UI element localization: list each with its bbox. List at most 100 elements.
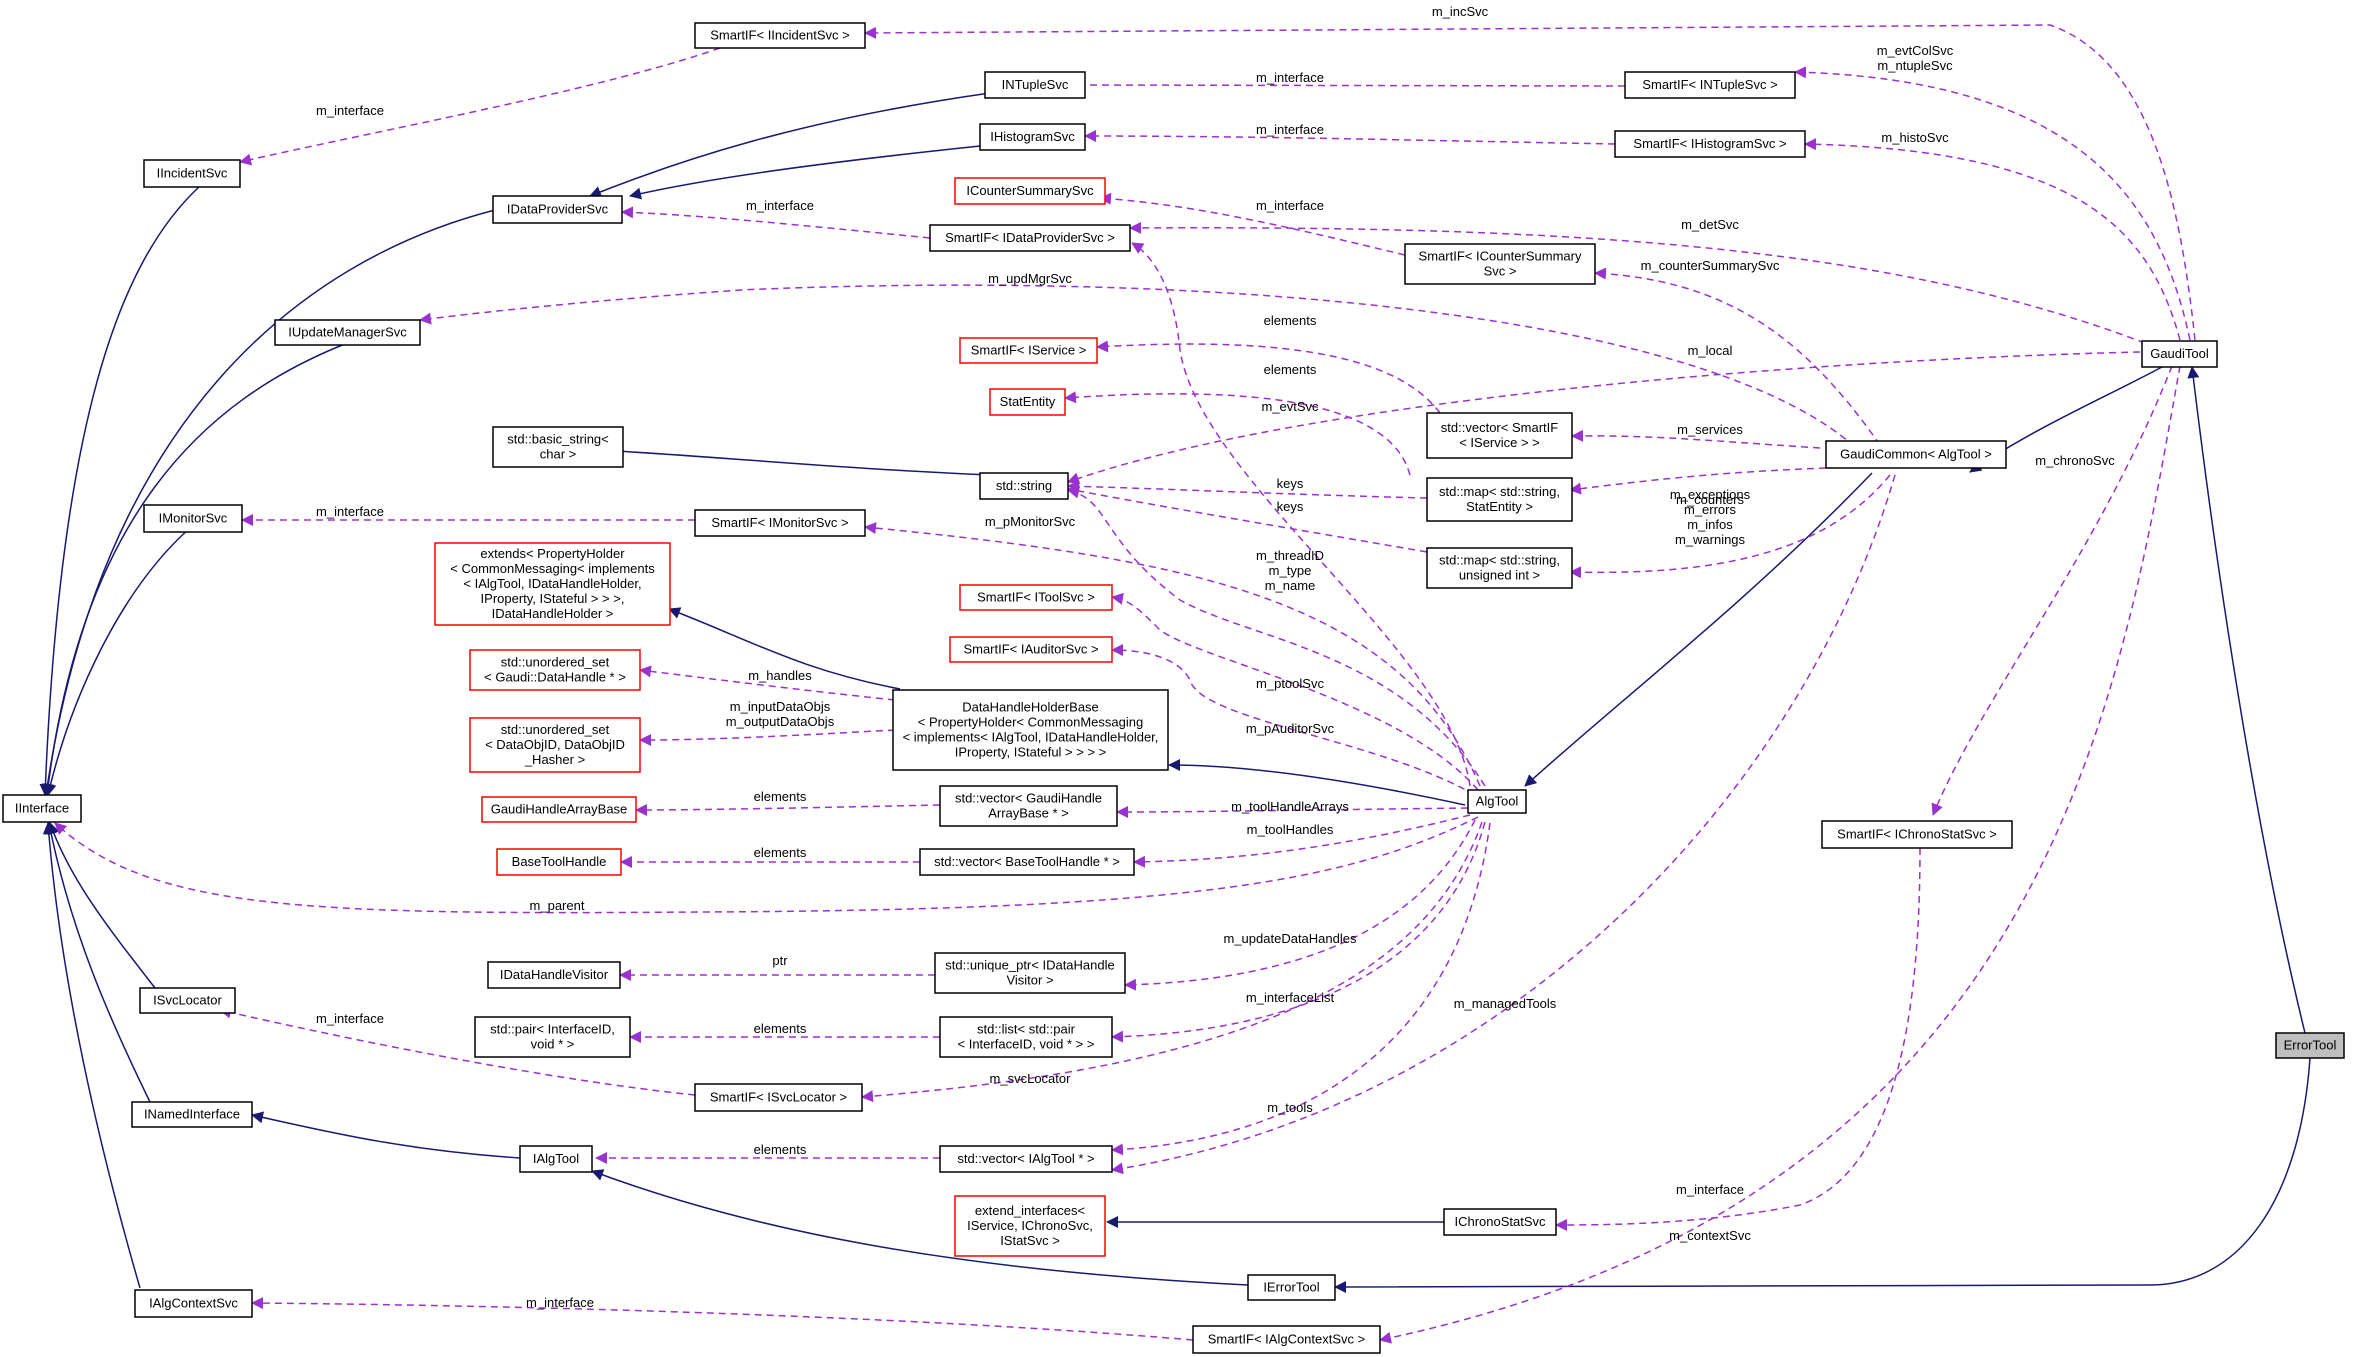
class-node-map-statentity[interactable]: std::map< std::string,StatEntity > bbox=[1426, 477, 1573, 522]
class-node-smartif-idataprovidersvc[interactable]: SmartIF< IDataProviderSvc > bbox=[929, 224, 1131, 252]
class-node-intuplesvc[interactable]: INTupleSvc bbox=[984, 71, 1086, 99]
edge-elements-gha bbox=[635, 803, 941, 816]
edge-label-ptr: ptr bbox=[772, 953, 788, 968]
class-node-list-pair[interactable]: std::list< std::pair< InterfaceID, void … bbox=[939, 1016, 1113, 1058]
node-label: SmartIF< IToolSvc > bbox=[977, 590, 1095, 605]
class-node-smartif-ialgcontextsvc[interactable]: SmartIF< IAlgContextSvc > bbox=[1192, 1325, 1381, 1354]
class-node-iinterface[interactable]: IInterface bbox=[2, 794, 82, 823]
class-node-extends-ph[interactable]: extends< PropertyHolder< CommonMessaging… bbox=[434, 542, 671, 626]
node-box bbox=[1426, 412, 1573, 459]
node-label: IDataProviderSvc bbox=[507, 202, 609, 217]
edge-m-pmonitorsvc bbox=[864, 522, 1481, 787]
edge-m-handles bbox=[639, 665, 896, 701]
edge-elements-service bbox=[1096, 340, 1441, 414]
node-box bbox=[939, 1016, 1113, 1058]
node-box bbox=[1426, 477, 1573, 522]
edge-algctx-interface bbox=[251, 1297, 1194, 1341]
node-box bbox=[1467, 789, 1527, 814]
class-node-pair-interfaceid[interactable]: std::pair< InterfaceID,void * > bbox=[474, 1016, 631, 1058]
class-node-imonitorsvc[interactable]: IMonitorSvc bbox=[143, 504, 243, 533]
class-node-datahandleholderbase[interactable]: DataHandleHolderBase< PropertyHolder< Co… bbox=[892, 689, 1169, 771]
node-label: ArrayBase * > bbox=[988, 806, 1069, 821]
node-label: GaudiCommon< AlgTool > bbox=[1840, 447, 1992, 462]
node-box bbox=[481, 796, 637, 823]
class-node-vector-ialgtool[interactable]: std::vector< IAlgTool * > bbox=[939, 1145, 1113, 1173]
class-node-std-string[interactable]: std::string bbox=[979, 472, 1069, 500]
class-node-errortool[interactable]: ErrorTool bbox=[2275, 1032, 2345, 1059]
edge-label-m-updatedatahandles: m_updateDataHandles bbox=[1224, 931, 1357, 946]
node-box bbox=[939, 1145, 1113, 1173]
class-node-smartif-imonitorsvc[interactable]: SmartIF< IMonitorSvc > bbox=[694, 509, 866, 537]
edge-label-m-services: m_services bbox=[1677, 422, 1743, 437]
node-label: StatEntity > bbox=[1466, 499, 1533, 514]
class-node-isvclocator[interactable]: ISvcLocator bbox=[139, 987, 236, 1014]
edge-label-m-interface-incident: m_interface bbox=[316, 103, 384, 118]
node-label: void * > bbox=[531, 1037, 575, 1052]
class-node-ialgcontextsvc[interactable]: IAlgContextSvc bbox=[134, 1289, 253, 1318]
class-node-extend-interfaces[interactable]: extend_interfaces<IService, IChronoSvc,I… bbox=[954, 1195, 1106, 1257]
class-node-ialgtool[interactable]: IAlgTool bbox=[519, 1145, 593, 1173]
edge-m-svclocator bbox=[861, 821, 1483, 1103]
node-box bbox=[939, 785, 1118, 827]
node-box bbox=[2275, 1032, 2345, 1059]
class-node-vector-gha[interactable]: std::vector< GaudiHandleArrayBase * > bbox=[939, 785, 1118, 827]
class-node-smartif-iincidentsvc[interactable]: SmartIF< IIncidentSvc > bbox=[694, 22, 866, 49]
node-label: < IService > > bbox=[1459, 435, 1540, 450]
edge-label-m-interface-monitor: m_interface bbox=[316, 504, 384, 519]
node-box bbox=[492, 426, 624, 468]
node-label: SmartIF< IChronoStatSvc > bbox=[1837, 827, 1997, 842]
class-node-unordered-set-dataobjid[interactable]: std::unordered_set< DataObjID, DataObjID… bbox=[469, 717, 641, 773]
node-box bbox=[1614, 130, 1806, 158]
node-label: SmartIF< IIncidentSvc > bbox=[710, 28, 849, 43]
class-node-smartif-iauditorsvc[interactable]: SmartIF< IAuditorSvc > bbox=[949, 636, 1113, 663]
edge-label-m-local: m_local bbox=[1688, 343, 1733, 358]
class-node-unique-ptr-dhv[interactable]: std::unique_ptr< IDataHandleVisitor > bbox=[934, 952, 1126, 994]
class-node-smartif-ichronostatsvc[interactable]: SmartIF< IChronoStatSvc > bbox=[1821, 820, 2013, 849]
node-label: SmartIF< IDataProviderSvc > bbox=[945, 230, 1115, 245]
edge-label-elements-bth: elements bbox=[754, 845, 807, 860]
class-node-basetoolhandle[interactable]: BaseToolHandle bbox=[496, 848, 622, 876]
node-label: IAlgContextSvc bbox=[149, 1296, 238, 1311]
class-node-smartif-intuplesvc[interactable]: SmartIF< INTupleSvc > bbox=[1624, 71, 1796, 99]
class-node-ichronostatsvc[interactable]: IChronoStatSvc bbox=[1443, 1208, 1557, 1236]
edge-m-managedtools bbox=[1111, 474, 1896, 1175]
class-node-inamedinterface[interactable]: INamedInterface bbox=[131, 1101, 253, 1128]
edge-elements-stat bbox=[1064, 391, 1411, 476]
edge-label-m-pmonitorsvc: m_pMonitorSvc bbox=[985, 514, 1076, 529]
class-node-algtool[interactable]: AlgTool bbox=[1467, 789, 1527, 814]
edge-label-m-chronosvc: m_chronoSvc bbox=[2035, 453, 2115, 468]
class-node-vector-smartif[interactable]: std::vector< SmartIF< IService > > bbox=[1426, 412, 1573, 459]
class-node-smartif-isvclocator[interactable]: SmartIF< ISvcLocator > bbox=[694, 1083, 863, 1112]
class-node-map-uint[interactable]: std::map< std::string,unsigned int > bbox=[1426, 547, 1573, 589]
node-box bbox=[492, 195, 623, 224]
class-node-gauditool[interactable]: GaudiTool bbox=[2141, 340, 2218, 368]
class-node-smartif-iservice[interactable]: SmartIF< IService > bbox=[959, 337, 1098, 364]
class-node-vector-bth[interactable]: std::vector< BaseToolHandle * > bbox=[919, 848, 1135, 876]
node-label: IProperty, IStateful > > > > bbox=[955, 745, 1107, 760]
node-box bbox=[474, 1016, 631, 1058]
edge-imonitorsvc-iinterface bbox=[44, 527, 191, 796]
class-node-basic-string[interactable]: std::basic_string<char > bbox=[492, 426, 624, 468]
class-node-iupdatemanagersvc[interactable]: IUpdateManagerSvc bbox=[274, 319, 421, 346]
edge-label-m-errors: m_errors bbox=[1684, 502, 1737, 517]
node-label: IMonitorSvc bbox=[159, 511, 228, 526]
class-node-icountersummarysvc[interactable]: ICounterSummarySvc bbox=[954, 177, 1106, 205]
class-node-idatahandlevisitor[interactable]: IDataHandleVisitor bbox=[487, 961, 621, 989]
class-node-smartif-icountersummary[interactable]: SmartIF< ICounterSummarySvc > bbox=[1404, 243, 1596, 285]
edge-m-interfacelist bbox=[1111, 821, 1486, 1043]
class-node-idataprovidersvc[interactable]: IDataProviderSvc bbox=[492, 195, 623, 224]
class-node-unordered-set-dh[interactable]: std::unordered_set< Gaudi::DataHandle * … bbox=[469, 649, 641, 691]
class-node-smartif-itoolsvc[interactable]: SmartIF< IToolSvc > bbox=[959, 584, 1113, 611]
class-node-ierrortool[interactable]: IErrorTool bbox=[1247, 1274, 1336, 1301]
class-node-smartif-ihistogramsvc[interactable]: SmartIF< IHistogramSvc > bbox=[1614, 130, 1806, 158]
edge-labels: m_incSvcm_interfacem_evtColSvcm_ntupleSv… bbox=[316, 4, 2115, 1310]
class-node-iincidentsvc[interactable]: IIncidentSvc bbox=[143, 159, 241, 188]
edge-intuplesvc-idataprovidersvc bbox=[589, 92, 991, 198]
class-node-gaudihandlearraybase[interactable]: GaudiHandleArrayBase bbox=[481, 796, 637, 823]
edge-ialgcontextsvc-iinterface bbox=[42, 822, 141, 1289]
class-node-statentity[interactable]: StatEntity bbox=[989, 388, 1066, 416]
edge-m-inputdataobjs bbox=[639, 729, 896, 746]
class-node-ihistogramsvc[interactable]: IHistogramSvc bbox=[979, 123, 1086, 151]
node-label: std::pair< InterfaceID, bbox=[490, 1022, 615, 1037]
class-node-gaudicommon[interactable]: GaudiCommon< AlgTool > bbox=[1825, 440, 2007, 469]
